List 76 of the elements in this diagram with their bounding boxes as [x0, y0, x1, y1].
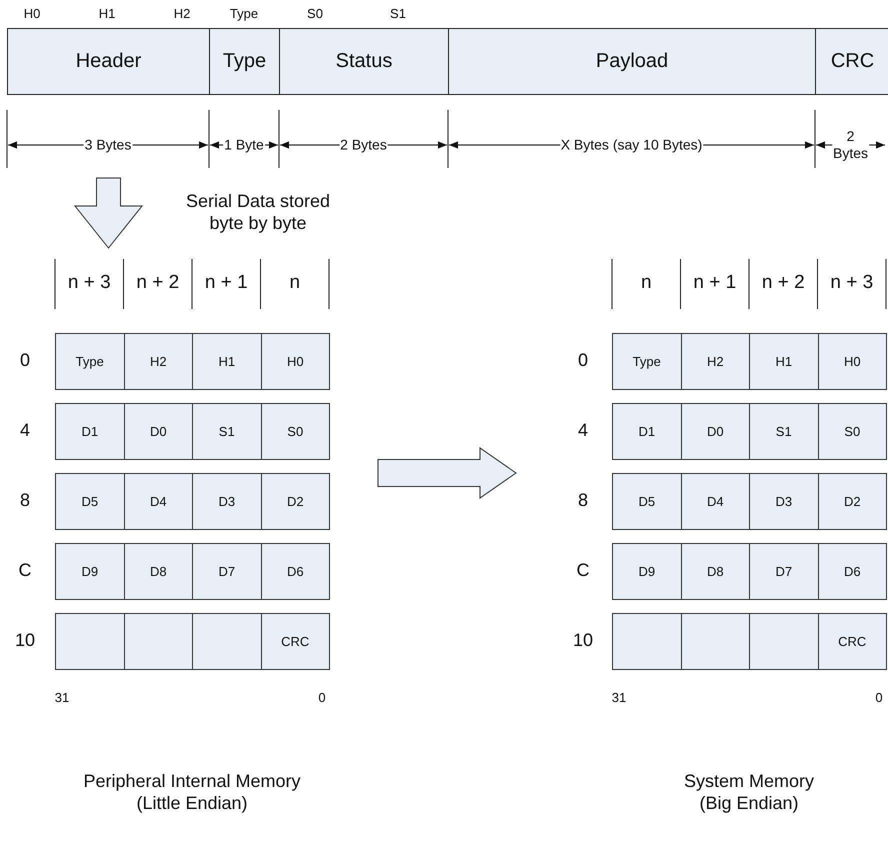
memory-cell: S1 [749, 403, 818, 460]
packet-field: Status [279, 28, 449, 95]
memory-cell: D1 [612, 403, 682, 460]
packet-field: CRC [815, 28, 888, 95]
memory-cell: S0 [818, 403, 887, 460]
address-label: 10 [14, 630, 36, 651]
bit-number: 31 [54, 690, 70, 705]
memory-cell: D0 [680, 403, 750, 460]
memory-cell: H0 [818, 333, 887, 390]
address-label: 8 [20, 490, 30, 511]
byte-offset-label: n [289, 272, 300, 294]
memory-cell: H1 [749, 333, 818, 390]
dimension-label: X Bytes (say 10 Bytes) [560, 136, 704, 154]
block-arrow [378, 447, 517, 499]
bit-number: 0 [318, 690, 326, 705]
byte-offset-label: n + 2 [762, 272, 805, 294]
memory-cell: D7 [192, 543, 262, 600]
dimension-label: 3 Bytes [84, 136, 132, 154]
address-label: 0 [20, 350, 30, 371]
memory-cell: D5 [612, 473, 682, 530]
memory-caption: System Memory (Big Endian) [682, 770, 816, 814]
memory-cell: D6 [818, 543, 887, 600]
memory-cell: H2 [680, 333, 750, 390]
address-label: C [576, 560, 590, 581]
byte-offset-label: n + 1 [204, 272, 248, 294]
dimension-label: 1 Byte [223, 136, 265, 154]
memory-cell: D9 [612, 543, 682, 600]
memory-cell: D4 [124, 473, 193, 530]
memory-cell: S1 [192, 403, 262, 460]
memory-cell: D7 [749, 543, 818, 600]
address-label: 4 [20, 420, 30, 441]
address-label: 8 [578, 490, 588, 511]
memory-cell: D4 [680, 473, 750, 530]
memory-cell: D5 [55, 473, 124, 530]
bit-number: 0 [875, 690, 883, 705]
memory-cell: D3 [749, 473, 818, 530]
byte-offset-label: n [640, 272, 652, 294]
annotation-text: Serial Data stored byte by byte [184, 190, 332, 234]
packet-field: Payload [448, 28, 816, 95]
byte-offset-label: n + 1 [693, 272, 736, 294]
memory-cell: S0 [260, 403, 330, 460]
memory-cell: Type [612, 333, 682, 390]
dimension-label: 2 Bytes [339, 136, 388, 154]
bit-number: 31 [612, 690, 626, 705]
byte-label: H2 [174, 6, 190, 21]
memory-cell: Type [55, 333, 124, 390]
address-label: 0 [578, 350, 588, 371]
memory-cell: D2 [260, 473, 330, 530]
memory-cell: D2 [818, 473, 887, 530]
address-label: 4 [578, 420, 588, 441]
byte-offset-label: n + 3 [68, 272, 111, 294]
memory-cell: H2 [124, 333, 193, 390]
address-label: 10 [572, 630, 594, 651]
address-label: C [18, 560, 32, 581]
byte-label: S0 [307, 6, 323, 21]
byte-label: H0 [24, 6, 40, 21]
memory-cell: D9 [55, 543, 124, 600]
byte-label: H1 [98, 6, 116, 21]
byte-label: S1 [390, 6, 406, 21]
byte-offset-label: n + 2 [136, 272, 180, 294]
memory-cell: D3 [192, 473, 262, 530]
byte-label: Type [230, 6, 258, 21]
packet-field: Type [209, 28, 280, 95]
memory-cell: D8 [124, 543, 193, 600]
memory-cell: H1 [192, 333, 262, 390]
memory-caption: Peripheral Internal Memory (Little Endian) [82, 770, 302, 814]
memory-cell: H0 [260, 333, 330, 390]
memory-cell: D1 [55, 403, 124, 460]
byte-offset-label: n + 3 [830, 272, 874, 294]
memory-cell: D6 [260, 543, 330, 600]
memory-cell: D8 [680, 543, 750, 600]
memory-cell: CRC [260, 613, 330, 670]
memory-cell: D0 [124, 403, 193, 460]
memory-cell: CRC [818, 613, 887, 670]
packet-field: Header [7, 28, 210, 95]
dimension-label: 2 Bytes [832, 128, 870, 162]
